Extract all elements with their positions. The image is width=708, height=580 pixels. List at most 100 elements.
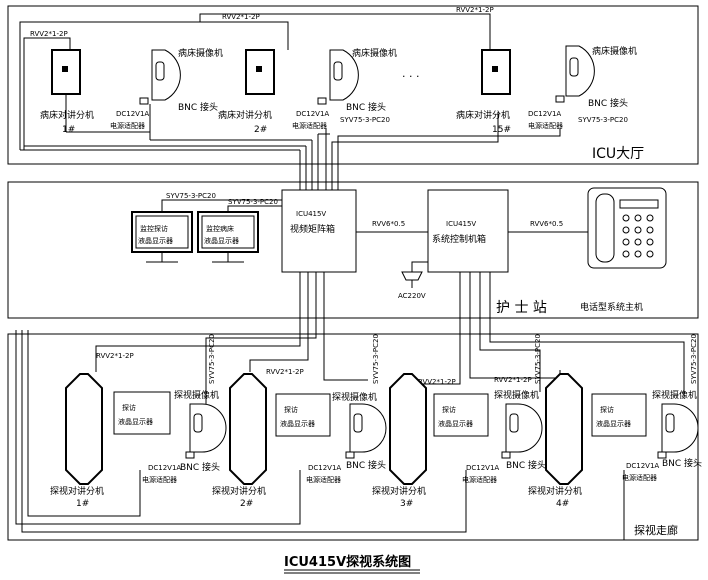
visit-adapter-3-label: 电源适配器 xyxy=(462,475,497,484)
icu-unit-15: 病床摄像机 BNC 接头 DC12V1A 电源适配器 病床对讲分机 15# SY… xyxy=(456,45,637,135)
icu-collect-wire-6 xyxy=(331,112,499,190)
bed-intercom-1-label: 病床对讲分机 xyxy=(40,109,94,121)
visit-bnc-2-label: BNC 接头 xyxy=(346,459,386,471)
visit-adapter-4 xyxy=(657,451,667,459)
visit-intercom-1-num: 1# xyxy=(76,499,89,509)
bed-intercom-1-num: 1# xyxy=(62,125,75,135)
monitor-bed-wire xyxy=(227,205,282,212)
icu-unit-1: 病床摄像机 BNC 接头 DC12V1A 电源适配器 病床对讲分机 1# xyxy=(40,47,223,140)
visit-bnc-4-label: BNC 接头 xyxy=(662,457,702,469)
adapter-15-label: 电源适配器 xyxy=(528,121,563,130)
cable-label-rvv-c: RVV2*1-2P xyxy=(30,30,68,38)
visit-intercom-2 xyxy=(229,373,267,485)
host-display xyxy=(619,199,659,209)
monitor-bed: 监控病床 液晶显示器 xyxy=(197,211,259,263)
adapter-1 xyxy=(139,97,149,105)
visit-intercom-4-label: 探视对讲分机 xyxy=(528,485,582,497)
dc-1-label: DC12V1A xyxy=(116,110,149,118)
visit-bus-3 xyxy=(407,272,461,385)
visit-intercom-2-label: 探视对讲分机 xyxy=(212,485,266,497)
visit-intercom-1-label: 探视对讲分机 xyxy=(50,485,104,497)
bed-intercom-2-label: 病床对讲分机 xyxy=(218,109,272,121)
host-label: 电话型系统主机 xyxy=(580,301,643,313)
rvv6-label-1: RVV6*0.5 xyxy=(372,220,405,228)
visit-bnc-1-label: BNC 接头 xyxy=(180,461,220,473)
syv-visit-1: SYV75-3-PC20 xyxy=(208,334,216,384)
bed-intercom-2-indicator xyxy=(256,66,262,72)
visit-syv-2 xyxy=(323,272,368,381)
visit-syv-1 xyxy=(205,272,317,420)
plug-icon xyxy=(401,271,423,281)
visit-adapter-2-label: 电源适配器 xyxy=(306,475,341,484)
icu-hall-label: ICU大厅 xyxy=(592,146,644,162)
visit-unit-4: 探访 液晶显示器 探视摄像机 BNC 接头 DC12V1A 电源适配器 探视对讲… xyxy=(528,373,702,509)
visit-display-2-line2: 液晶显示器 xyxy=(280,419,315,428)
bed-camera-15-label: 病床摄像机 xyxy=(592,45,637,57)
visit-return-2 xyxy=(15,330,301,525)
monitor-bed-line1: 监控病床 xyxy=(206,224,234,233)
control-box: ICU415V 系统控制机箱 xyxy=(427,189,509,273)
ac-plug: AC220V xyxy=(398,261,428,300)
adapter-15 xyxy=(555,95,565,103)
bed-intercom-15-label: 病床对讲分机 xyxy=(456,109,510,121)
control-line1: ICU415V xyxy=(446,220,476,228)
visit-corridor-zone xyxy=(7,333,699,541)
monitor-visit-line1: 监控探访 xyxy=(140,224,168,233)
visit-display-1 xyxy=(113,391,171,435)
rvv-visit-2: RVV2*1-2P xyxy=(266,368,304,376)
visit-intercom-3 xyxy=(389,373,427,485)
visit-display-1-line2: 液晶显示器 xyxy=(118,417,153,426)
cable-label-rvv-b: RVV2*1-2P xyxy=(456,6,494,14)
visit-syv-3 xyxy=(479,272,541,392)
ac-label: AC220V xyxy=(398,292,426,300)
visit-display-4-line1: 探访 xyxy=(600,405,614,414)
adapter-2 xyxy=(317,97,327,105)
visit-intercom-3-num: 3# xyxy=(400,499,413,509)
visit-unit-3: 探访 液晶显示器 探视摄像机 BNC 接头 DC12V1A 电源适配器 探视对讲… xyxy=(372,373,546,509)
visit-display-1-line1: 探访 xyxy=(122,403,136,412)
cable-label-rvv-a: RVV2*1-2P xyxy=(222,13,260,21)
icu-hall-zone xyxy=(7,5,699,165)
video-matrix xyxy=(281,189,357,273)
icu-bus-wire-1 xyxy=(23,37,71,150)
visit-display-3-line1: 探访 xyxy=(442,405,456,414)
visit-display-2-line1: 探访 xyxy=(284,405,298,414)
syv-visit-4: SYV75-3-PC20 xyxy=(690,334,698,384)
bed-camera-2-label: 病床摄像机 xyxy=(352,47,397,59)
syv-monitor-2: SYV75-3-PC20 xyxy=(228,198,278,206)
adapter-1-label: 电源适配器 xyxy=(110,121,145,130)
rvv-visit-3: RVV2*1-2P xyxy=(418,378,456,386)
monitor-visit-line2: 液晶显示器 xyxy=(138,236,173,245)
system-control xyxy=(427,189,509,273)
video-matrix-line2: 视频矩阵箱 xyxy=(290,223,335,235)
syv-monitor-1: SYV75-3-PC20 xyxy=(166,192,216,200)
visit-dc-2-label: DC12V1A xyxy=(308,464,341,472)
nurse-station-label: 护 士 站 xyxy=(496,300,547,316)
visit-bus-2 xyxy=(249,272,309,372)
visit-syv-4 xyxy=(489,272,685,396)
visit-bus-4 xyxy=(469,272,561,379)
visit-dc-3-label: DC12V1A xyxy=(466,464,499,472)
handset-icon xyxy=(595,193,615,263)
telephone-host xyxy=(587,187,667,269)
visit-intercom-4 xyxy=(545,373,583,485)
visit-adapter-1-label: 电源适配器 xyxy=(142,475,177,484)
icu-bus-wire-15 xyxy=(199,13,491,50)
syv-visit-3: SYV75-3-PC20 xyxy=(534,334,542,384)
bed-camera-1-lens xyxy=(155,61,165,81)
visit-camera-4-label: 探视摄像机 xyxy=(652,389,697,401)
icu-unit-2: 病床摄像机 BNC 接头 DC12V1A 电源适配器 病床对讲分机 2# SYV… xyxy=(218,47,397,135)
visit-corridor-label: 探视走廊 xyxy=(634,523,678,537)
diagram-title: ICU415V探视系统图 xyxy=(284,554,411,570)
visit-intercom-3-label: 探视对讲分机 xyxy=(372,485,426,497)
visit-intercom-4-num: 4# xyxy=(556,499,569,509)
bed-camera-2-lens xyxy=(333,61,343,81)
control-line2: 系统控制机箱 xyxy=(432,233,486,245)
visit-display-2 xyxy=(275,393,331,437)
monitor-visit-wire xyxy=(161,199,282,212)
rvv-visit-4: RVV2*1-2P xyxy=(494,376,532,384)
visit-adapter-4-label: 电源适配器 xyxy=(622,473,657,482)
monitor-visit: 监控探访 液晶显示器 xyxy=(131,211,193,263)
bed-intercom-15-indicator xyxy=(492,66,498,72)
